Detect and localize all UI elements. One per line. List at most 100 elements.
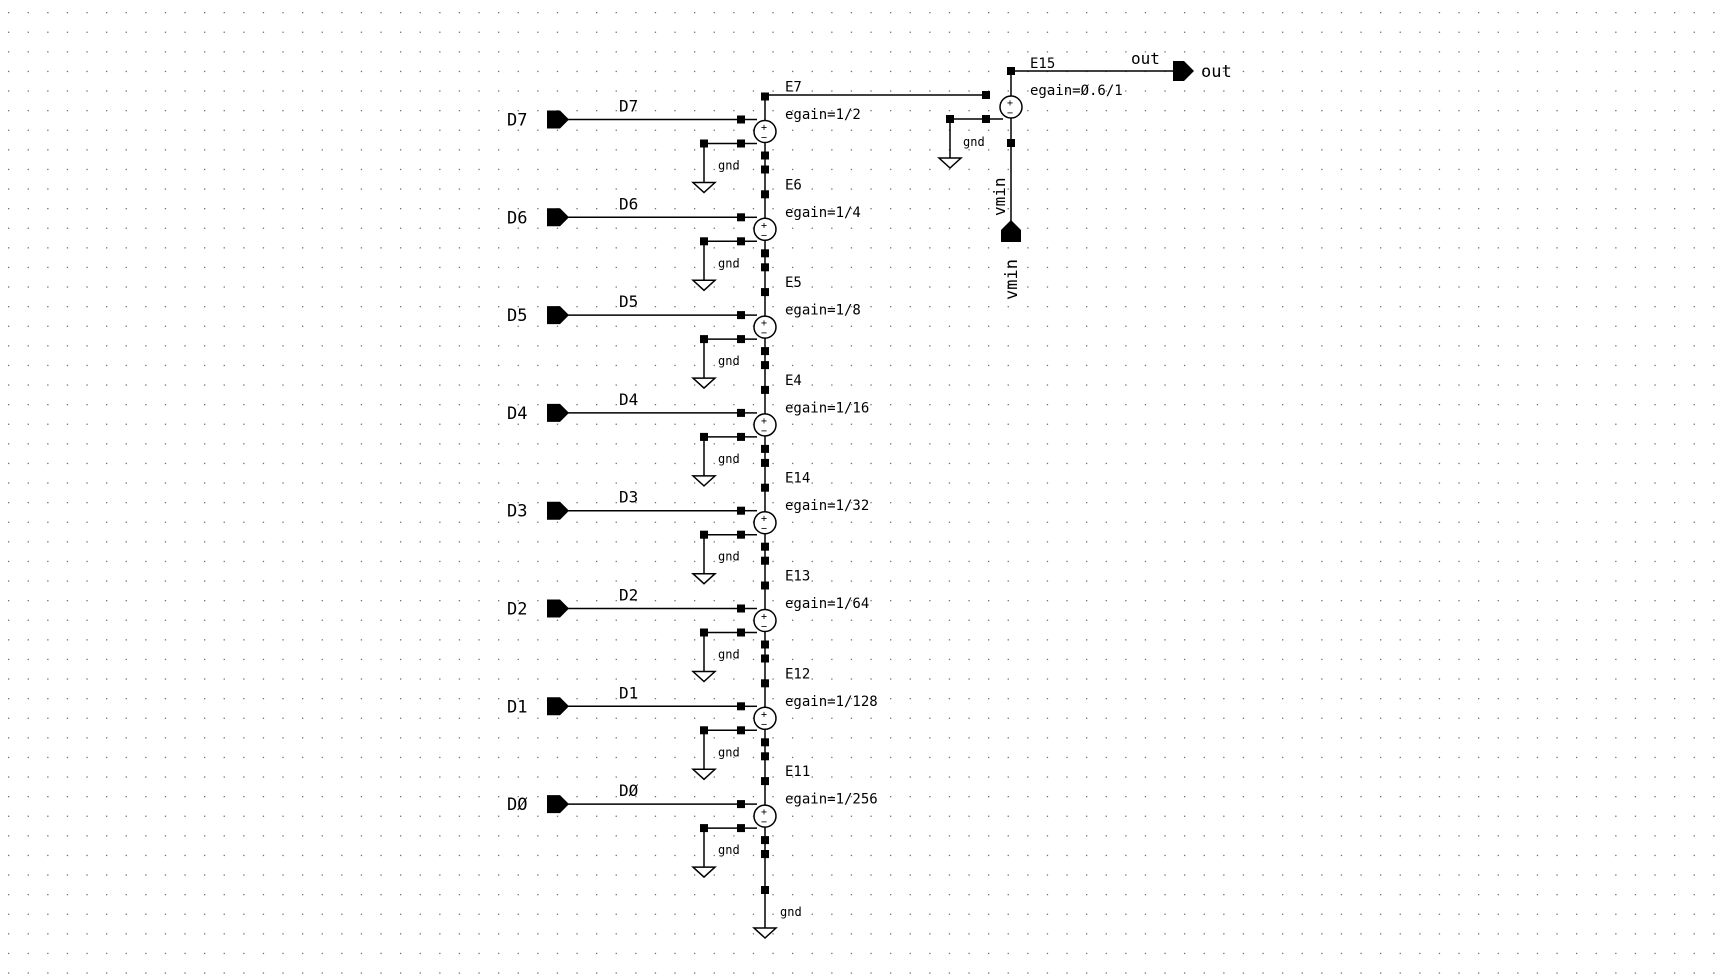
control-pos-node[interactable]	[737, 213, 745, 222]
control-pos-node[interactable]	[737, 702, 745, 711]
grid-dot	[1282, 972, 1284, 974]
bus-link-node[interactable]	[761, 556, 769, 565]
ground-node[interactable]	[700, 824, 708, 833]
input-pin-3[interactable]	[547, 403, 569, 422]
control-neg-node[interactable]	[737, 237, 745, 246]
grid-dot	[870, 149, 872, 151]
control-neg-node[interactable]	[737, 628, 745, 637]
input-pin-4[interactable]	[547, 501, 569, 520]
ground-node[interactable]	[700, 530, 708, 539]
control-pos-node[interactable]	[737, 506, 745, 515]
bus-bottom-node[interactable]	[761, 850, 769, 858]
output-neg-node[interactable]	[761, 347, 769, 356]
output-pos-node[interactable]	[761, 581, 769, 590]
input-pin-0[interactable]	[547, 110, 569, 129]
ground-node[interactable]	[700, 432, 708, 441]
grid-dot	[674, 600, 676, 602]
e15-ground-symbol	[937, 157, 963, 170]
output-neg-node[interactable]	[761, 640, 769, 649]
vmin-pin[interactable]	[1001, 220, 1021, 242]
plus-sign: +	[761, 220, 767, 231]
vcvs-source-symbol[interactable]	[753, 510, 777, 535]
vcvs-source-symbol[interactable]	[753, 413, 777, 437]
control-pos-node[interactable]	[737, 800, 745, 809]
grid-dot	[478, 482, 480, 484]
output-neg-node[interactable]	[761, 738, 769, 747]
e15-gnd-node[interactable]	[946, 115, 954, 123]
e15-vmin-node[interactable]	[1007, 139, 1015, 147]
e15-ctrl-neg-node[interactable]	[982, 115, 990, 123]
ground-node[interactable]	[700, 139, 708, 148]
input-pin-5[interactable]	[547, 599, 569, 618]
output-neg-node[interactable]	[761, 542, 769, 551]
grid-dot	[1693, 502, 1695, 504]
control-neg-node[interactable]	[737, 726, 745, 735]
output-pos-node[interactable]	[761, 483, 769, 492]
grid-dot	[948, 835, 951, 837]
vcvs-source-symbol[interactable]	[753, 706, 777, 731]
input-pin-2[interactable]	[547, 306, 569, 325]
control-neg-node[interactable]	[737, 530, 745, 539]
ground-node[interactable]	[700, 628, 708, 637]
ground-node[interactable]	[700, 335, 708, 344]
out-pin[interactable]	[1173, 61, 1194, 81]
control-pos-node[interactable]	[737, 115, 745, 124]
grid-dot	[674, 756, 676, 759]
vcvs-source-symbol[interactable]	[753, 315, 777, 339]
bus-link-node[interactable]	[761, 165, 769, 174]
grid-dot	[1340, 188, 1343, 190]
grid-dot	[360, 462, 363, 465]
grid-dot	[537, 266, 539, 269]
output-pos-node[interactable]	[761, 385, 769, 394]
grid-dot	[1634, 51, 1637, 53]
grid-dot	[1007, 208, 1009, 210]
e15-vcvs-symbol[interactable]	[999, 95, 1023, 119]
grid-dot	[458, 90, 461, 92]
bus-link-node[interactable]	[761, 752, 769, 761]
control-neg-node[interactable]	[737, 335, 745, 344]
instance-label: E13	[785, 569, 810, 585]
grid-dot	[1321, 345, 1323, 347]
grid-dot	[596, 384, 598, 386]
input-pin-6[interactable]	[547, 697, 569, 716]
control-neg-node[interactable]	[737, 432, 745, 441]
output-neg-node[interactable]	[761, 249, 769, 258]
vcvs-source-symbol[interactable]	[753, 119, 777, 144]
e15-out-node[interactable]	[1007, 67, 1015, 75]
control-neg-node[interactable]	[737, 139, 745, 148]
bus-link-node[interactable]	[761, 654, 769, 663]
grid-dot	[537, 658, 539, 661]
output-pos-node[interactable]	[761, 679, 769, 688]
bus-link-node[interactable]	[761, 361, 769, 370]
control-pos-node[interactable]	[737, 311, 745, 320]
output-pos-node[interactable]	[761, 190, 769, 199]
vcvs-source-symbol[interactable]	[753, 608, 777, 633]
control-pos-node[interactable]	[737, 408, 745, 417]
control-pos-node[interactable]	[737, 604, 745, 613]
bus-ground-node[interactable]	[761, 886, 769, 894]
ground-node[interactable]	[700, 726, 708, 735]
grid-dot	[1595, 796, 1597, 798]
vcvs-source-symbol[interactable]	[753, 217, 777, 242]
input-pin-1[interactable]	[547, 208, 569, 227]
output-pos-node[interactable]	[761, 777, 769, 786]
ground-node[interactable]	[700, 237, 708, 246]
bus-link-node[interactable]	[761, 458, 769, 467]
grid-dot	[1184, 933, 1186, 935]
bus-link-node[interactable]	[761, 263, 769, 272]
output-neg-node[interactable]	[761, 444, 769, 453]
grid-dot	[792, 129, 794, 131]
grid-dot	[654, 51, 657, 53]
control-neg-node[interactable]	[737, 824, 745, 833]
output-neg-node[interactable]	[761, 151, 769, 160]
grid-dot	[321, 502, 323, 504]
e15-ctrl-pos-node[interactable]	[982, 91, 990, 99]
grid-dot	[890, 110, 892, 112]
grid-dot	[262, 404, 265, 406]
input-pin-7[interactable]	[547, 795, 569, 814]
output-pos-node[interactable]	[761, 288, 769, 297]
output-neg-node[interactable]	[761, 836, 769, 845]
grid-dot	[439, 815, 441, 817]
vcvs-source-symbol[interactable]	[753, 804, 777, 828]
output-pos-node[interactable]	[761, 92, 769, 101]
